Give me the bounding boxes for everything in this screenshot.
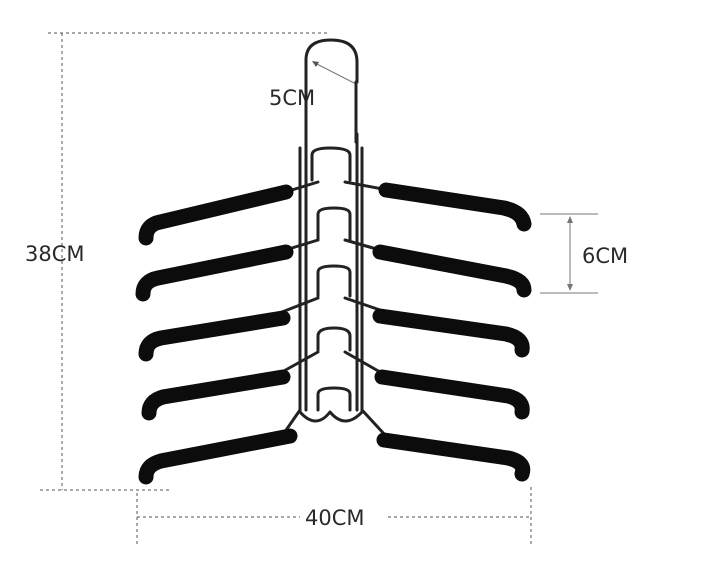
- arm-left-3: [138, 310, 291, 362]
- left-arms: [135, 184, 298, 485]
- arm-wires: [280, 180, 390, 438]
- arm-right-4: [374, 369, 530, 420]
- spacing-dimension: 6CM: [540, 213, 628, 294]
- spacing-label: 6CM: [582, 244, 628, 268]
- hook-dimension: 5CM: [269, 61, 357, 110]
- center-frame: [298, 132, 364, 423]
- hook: [304, 38, 359, 144]
- arm-right-5: [376, 432, 531, 482]
- hook-label: 5CM: [269, 86, 315, 110]
- arm-left-5: [138, 428, 298, 485]
- tier-loops: [310, 146, 352, 412]
- arm-left-4: [141, 369, 291, 421]
- arm-left-1: [138, 184, 294, 246]
- width-label: 40CM: [305, 506, 365, 530]
- width-dimension: 40CM: [136, 487, 532, 545]
- arm-right-2: [372, 244, 532, 298]
- arm-right-3: [372, 308, 530, 358]
- arm-right-1: [378, 182, 532, 232]
- height-dimension: 38CM: [25, 32, 330, 491]
- right-arms: [372, 182, 532, 482]
- height-label: 38CM: [25, 242, 85, 266]
- arm-left-2: [135, 244, 294, 302]
